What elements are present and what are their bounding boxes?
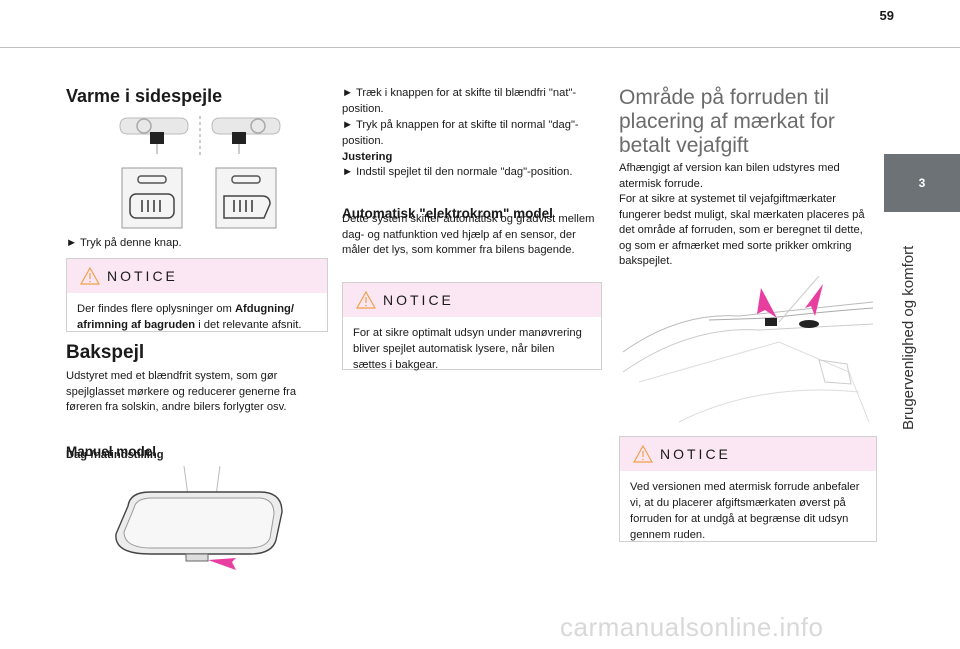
notice-header: NOTICE [343, 283, 601, 317]
heading-vejafgift: Område på forruden til placering af mærk… [619, 86, 835, 157]
heading-dag-nat: Dag-/natindstilling [66, 449, 164, 461]
heated-mirror-illustration [119, 116, 281, 229]
justering-label: Justering [342, 151, 393, 163]
notice-label: NOTICE [660, 446, 731, 462]
heading-bakspejl: Bakspejl [66, 342, 145, 363]
notice-box-3: NOTICE Ved versionen med atermisk forrud… [619, 436, 877, 542]
rear-defrost-button-icon [121, 167, 183, 229]
notice-text: Ved versionen med atermisk forrude anbef… [630, 481, 860, 541]
mirror-defrost-button-icon [215, 167, 277, 229]
instruction-adjust: ► Indstil spejlet til den normale "dag"-… [342, 166, 573, 178]
vejafgift-text: Afhængigt af version kan bilen udstyres … [619, 162, 865, 267]
automatisk-text: Dette system skifter automatisk og gradv… [342, 213, 595, 256]
notice-header: NOTICE [620, 437, 876, 471]
chapter-number: 3 [918, 176, 926, 190]
windshield-illustration [622, 275, 874, 423]
instruction-press: ► Tryk på denne knap. [66, 237, 182, 249]
chapter-tab[interactable]: 3 [884, 154, 960, 212]
heading-manuel-model: Manuel model [66, 443, 157, 459]
watermark: carmanualsonline.info [560, 612, 824, 642]
arrow-icon [757, 288, 777, 318]
chapter-title-vertical: Brugervenlighed og komfort [884, 220, 932, 430]
notice-text: Der findes flere oplysninger om Afdugnin… [77, 303, 302, 331]
instruction-push: ► Tryk på knappen for at skifte til norm… [342, 119, 579, 147]
instruction-pull: ► Træk i knappen for at skifte til blænd… [342, 87, 577, 115]
notice-label: NOTICE [107, 268, 178, 284]
rearview-mirror-illustration [115, 465, 283, 570]
arrow-icon [208, 558, 236, 570]
bakspejl-text: Udstyret med et blændfrit system, som gø… [66, 370, 297, 413]
heading-varme-sidespejle: Varme i sidespejle [66, 86, 223, 106]
header-divider [0, 47, 960, 48]
warning-icon [632, 444, 654, 463]
notice-text: For at sikre optimalt udsyn under manøvr… [353, 327, 582, 371]
left-mirror-icon [119, 117, 189, 154]
notice-link-text: Afdugning/ afrimning af bagruden [77, 303, 294, 331]
chapter-title: Brugervenlighed og komfort [900, 245, 917, 430]
warning-icon [355, 290, 377, 309]
heading-automatisk: Automatisk "elektrokrom" model [342, 205, 553, 221]
notice-box-1: NOTICE Der findes flere oplysninger om A… [66, 258, 328, 332]
notice-header: NOTICE [67, 259, 327, 293]
arrow-icon [805, 284, 823, 316]
warning-icon [79, 266, 101, 285]
notice-box-2: NOTICE For at sikre optimalt udsyn under… [342, 282, 602, 371]
right-mirror-icon [211, 117, 281, 154]
notice-label: NOTICE [383, 292, 454, 308]
page-number: 59 [879, 8, 894, 23]
